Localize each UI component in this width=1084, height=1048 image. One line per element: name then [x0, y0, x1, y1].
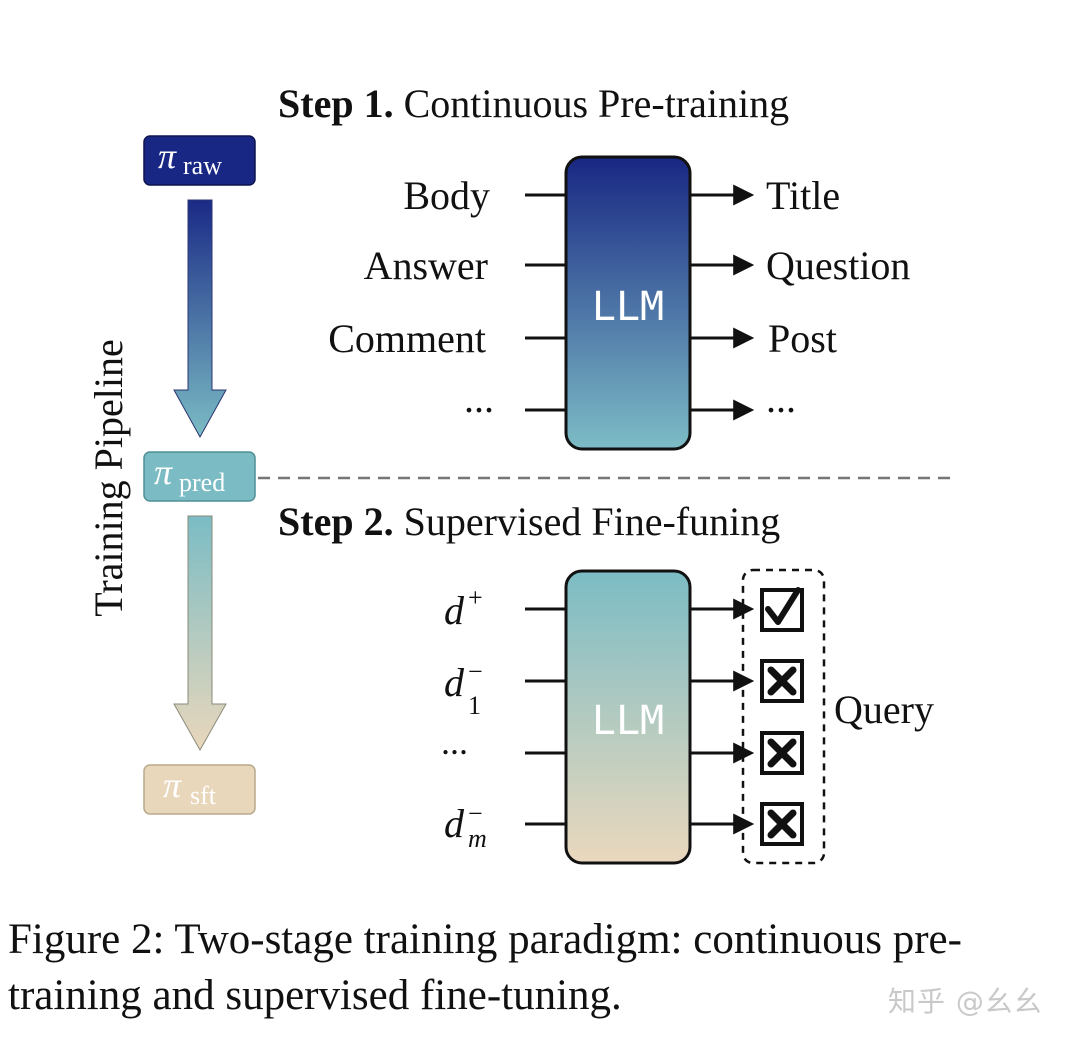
pipeline-arrow-1: [173, 199, 227, 439]
step2-input-lines: [525, 607, 566, 826]
cross-box-icon: [760, 802, 804, 846]
step2-output-arrows: [690, 598, 755, 835]
step1-input: Body: [403, 173, 490, 218]
svg-text:1: 1: [468, 691, 481, 720]
step2-input-d-plus: d +: [444, 583, 483, 633]
step1-title: Continuous Pre-training: [404, 81, 790, 126]
pipeline-arrow-2: [173, 515, 227, 752]
cross-box-icon: [760, 731, 804, 775]
svg-text:+: +: [468, 583, 483, 612]
watermark: 知乎 @幺幺: [888, 985, 1043, 1018]
svg-text:d: d: [444, 801, 465, 846]
step1-heading: Step 1.Continuous Pre-training: [278, 81, 789, 126]
step2-llm-label: LLM: [592, 698, 664, 744]
pipeline-stage-pred: π pred: [143, 451, 256, 502]
stage-sft-subscript: sft: [190, 781, 217, 810]
step1-input: ...: [464, 376, 494, 421]
step2-input-ellipsis: ...: [441, 722, 468, 762]
step1-input: Answer: [364, 243, 488, 288]
step1-output: Title: [766, 173, 840, 218]
stage-pred-symbol: π: [154, 452, 173, 492]
svg-text:d: d: [444, 588, 465, 633]
step1-prefix: Step 1.: [278, 81, 394, 126]
step2-input-d-minus-1: d − 1: [444, 657, 483, 720]
step1-output: Post: [768, 316, 837, 361]
step2-title: Supervised Fine-funing: [404, 499, 781, 544]
stage-pred-subscript: pred: [179, 468, 225, 497]
pipeline-label: Training Pipeline: [86, 339, 131, 616]
stage-raw-symbol: π: [158, 136, 177, 176]
step1-output: ...: [766, 376, 796, 421]
svg-text:−: −: [468, 799, 483, 828]
figure-caption: Figure 2: Two-stage training paradigm: c…: [8, 916, 962, 1019]
svg-text:m: m: [468, 824, 487, 853]
stage-sft-symbol: π: [163, 765, 182, 805]
step2-llm-box: [564, 569, 692, 865]
step1-llm-label: LLM: [592, 284, 664, 330]
pipeline-stage-sft: π sft: [143, 764, 256, 815]
step2-inputs: d + d − 1 ... d − m: [441, 583, 487, 853]
step1-input: Comment: [328, 316, 486, 361]
query-label: Query: [834, 687, 934, 732]
query-group-box: [741, 568, 826, 865]
step1-input-lines: [525, 193, 566, 412]
step2-prefix: Step 2.: [278, 499, 394, 544]
step1-inputs: Body Answer Comment ...: [328, 173, 494, 421]
step1-llm-box: [564, 155, 692, 451]
step1-outputs: Title Question Post ...: [766, 173, 910, 421]
svg-text:−: −: [468, 657, 483, 686]
step2-input-d-minus-m: d − m: [444, 799, 487, 853]
step1-output: Question: [766, 243, 910, 288]
stage-raw-subscript: raw: [183, 151, 222, 180]
step1-output-arrows: [690, 184, 755, 421]
svg-text:d: d: [444, 660, 465, 705]
pipeline-stage-raw: π raw: [143, 135, 256, 186]
cross-box-icon: [760, 659, 804, 703]
step2-heading: Step 2.Supervised Fine-funing: [278, 499, 780, 544]
check-box-icon: [760, 587, 804, 632]
